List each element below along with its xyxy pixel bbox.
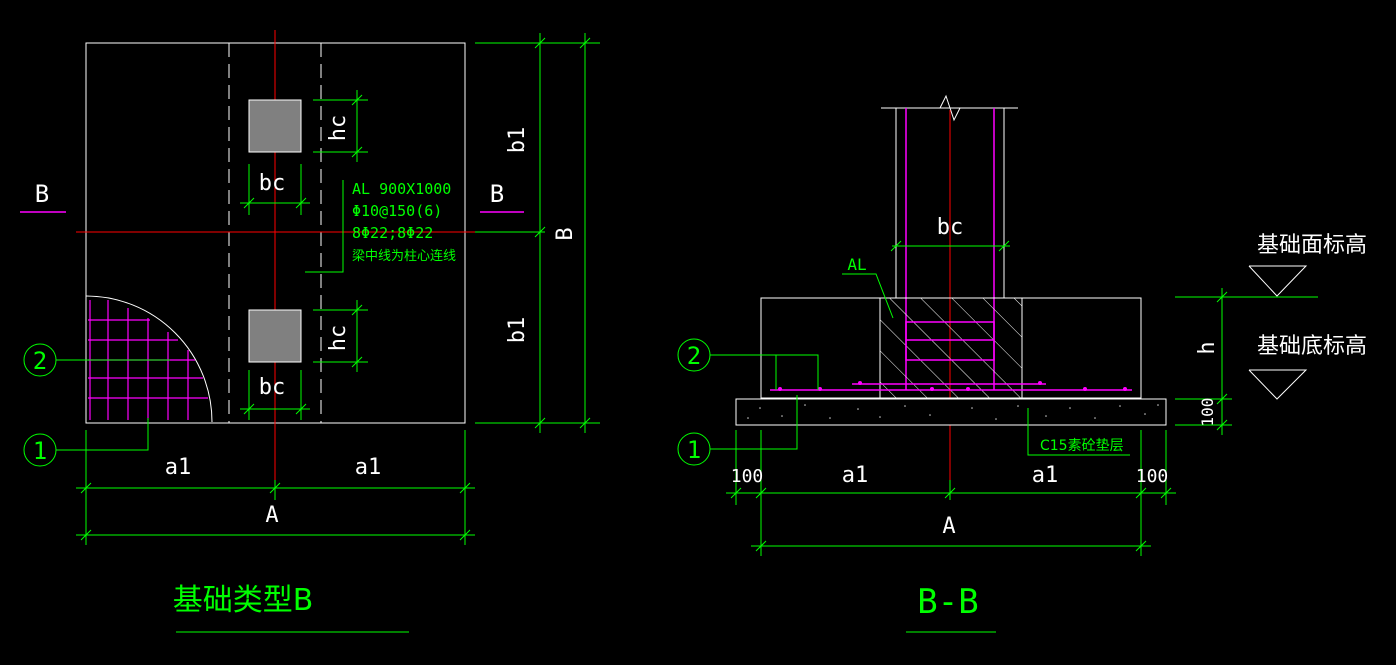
pad-speckle [747, 404, 1159, 420]
beam-note: AL 900X1000 Φ10@150(6) 8Φ22;8Φ22 梁中线为柱心连… [352, 180, 456, 264]
callout-1: 1 [23, 418, 149, 467]
a1-label-right: a1 [355, 455, 382, 480]
beam-hatch [879, 297, 1023, 399]
beam-note-leader [305, 180, 344, 273]
concrete-pad [735, 398, 1167, 426]
section-col-label: bc [937, 215, 964, 240]
section-title: B-B [917, 582, 978, 622]
beam-label: AL [847, 255, 866, 274]
dim-bottom-horizontal [76, 430, 475, 545]
beam-note-line4: 梁中线为柱心连线 [352, 248, 456, 264]
dim-hc-top [313, 90, 368, 162]
section-callout-1-label: 1 [687, 436, 701, 464]
a1-label-left: a1 [165, 455, 192, 480]
plan-view: 2 1 B B bc bc [20, 30, 600, 633]
hc-label-bottom: hc [326, 325, 351, 352]
section-mark-left: B [35, 180, 49, 208]
dim-100-vertical: 100 [1198, 398, 1217, 427]
section-a1-right: a1 [1032, 463, 1059, 488]
B-label: B [553, 227, 578, 240]
pad-label: C15素砼垫层 [1040, 438, 1124, 454]
section-callout-1: 1 [677, 395, 798, 466]
callout-2: 2 [23, 343, 170, 377]
h-label: h [1195, 341, 1220, 354]
top-elev-label: 基础面标高 [1257, 233, 1367, 258]
dim-section-bc [890, 240, 1010, 252]
callout-2-label: 2 [33, 347, 47, 375]
bottom-elev-symbol [1248, 369, 1308, 400]
beam-note-line2: Φ10@150(6) [352, 202, 442, 220]
dim-bc-top [240, 164, 310, 215]
dim-right-vertical [475, 33, 600, 433]
column-label-bottom: bc [259, 375, 286, 400]
section-A-label: A [942, 514, 955, 539]
dim-bc-bottom [240, 370, 310, 420]
dim-hc-bottom [313, 300, 368, 372]
column-bottom [248, 309, 302, 363]
hc-label-top: hc [326, 115, 351, 142]
column-top [248, 99, 302, 153]
dim-section-bottom [726, 430, 1176, 556]
bottom-elev-label: 基础底标高 [1257, 334, 1367, 359]
section-callout-2-label: 2 [687, 342, 701, 370]
rebar-dots [778, 381, 1127, 391]
dim-section-vertical [1175, 288, 1232, 435]
b1-label-bottom: b1 [505, 317, 530, 344]
A-label: A [265, 503, 278, 528]
dim-100-left: 100 [731, 466, 764, 487]
beam-rebar-cage [770, 321, 1132, 391]
column-label-top: bc [259, 171, 286, 196]
dim-100-right: 100 [1136, 466, 1169, 487]
rebar-detail-arc [85, 295, 213, 423]
callout-1-label: 1 [33, 437, 47, 465]
beam-note-line1: AL 900X1000 [352, 180, 451, 198]
section-view: bc AL 基础面标高 基础底标高 h 100 2 [677, 94, 1367, 633]
plan-title: 基础类型B [173, 583, 314, 618]
beam-note-line3: 8Φ22;8Φ22 [352, 224, 433, 242]
section-callout-2: 2 [677, 338, 819, 390]
section-a1-left: a1 [842, 463, 869, 488]
top-elev-symbol [1248, 265, 1308, 297]
b1-label-top: b1 [505, 127, 530, 154]
section-mark-right: B [490, 180, 504, 208]
